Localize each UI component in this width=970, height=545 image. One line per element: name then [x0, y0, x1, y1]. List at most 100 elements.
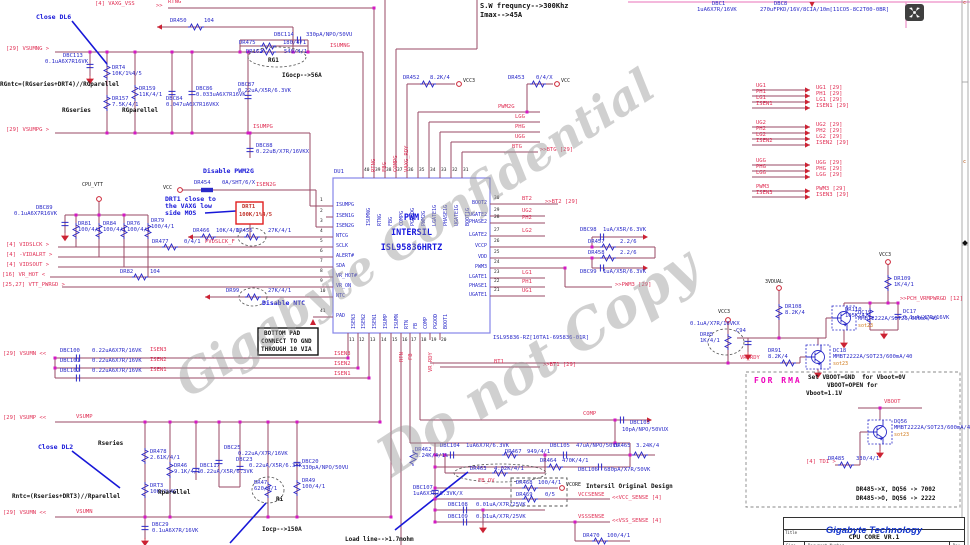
label-vr-rdy: VR_RDY [740, 355, 760, 361]
label-phg: PHG [756, 164, 766, 170]
label-0-047ua6x7r16vkx: 0.047uA6X7R16VKX [166, 102, 219, 108]
label-bottom-pad: BOTTOM PAD [264, 330, 301, 337]
label-100-4-1: 100/4/1 [127, 227, 151, 233]
label-dr456: DR456 [236, 228, 253, 234]
power-node-icon [559, 485, 565, 491]
junction-dot [367, 376, 371, 380]
junction-dot [590, 256, 594, 260]
resistor-icon [865, 308, 875, 324]
pin-number: 27 [494, 228, 500, 233]
label-10k-1-4g: 10K/1%4G [150, 489, 177, 495]
label-isen1-29: ISEN1 [29] [816, 103, 850, 109]
label-dr46: DR46 [174, 463, 188, 469]
label-0-033ua6x7r16vk: 0.033uA6X7R16VK [196, 92, 246, 98]
label-100-4-1: 100/4/1 [607, 533, 631, 539]
label-vsssense: VSSSENSE [578, 514, 605, 520]
pin-NTCG: NTCG [336, 233, 349, 239]
resistor-icon [130, 85, 140, 101]
npn-transistor-icon [879, 437, 883, 441]
label-connect-to-gnd: CONNECT TO GND [261, 338, 312, 345]
label-vboot: VBOOT [884, 399, 901, 405]
label-330pa-npo-50vu: 330pA/NPO/50VU [302, 465, 349, 471]
label-1ua6x7r-6-3vk-x: 1uA6X7R/6.3VK/X [413, 491, 463, 497]
label-isen2-29: ISEN2 [29] [816, 140, 850, 146]
label-disable-ntc: Disable NTC [262, 299, 306, 307]
resistor-icon [530, 79, 546, 89]
label-dbc1: DBC1 [712, 1, 726, 7]
resistor-icon [632, 450, 648, 460]
pin-number: 13 [370, 338, 376, 343]
net-arrow-icon [805, 194, 810, 200]
label-dr462: DR462 [415, 447, 432, 453]
label-dbc114: DBC114 [274, 32, 294, 38]
label-dr457: DR457 [588, 239, 605, 245]
label-100-4-1: 100/4/1 [151, 224, 175, 230]
net-arrow-icon [643, 265, 648, 271]
label-dbc29: DBC29 [152, 522, 169, 528]
junction-dot [122, 213, 126, 217]
label-9-1k-4-1: 9.1K/4/1 [174, 469, 201, 475]
capacitor-icon [293, 461, 301, 467]
label-100-4-1: 100/4/1 [103, 227, 127, 233]
resistor-icon [292, 480, 302, 496]
junction-dot [356, 366, 360, 370]
label-pwm3-29: >>PWM3 [29] [615, 282, 652, 288]
label-rgseries: RGseries [62, 107, 91, 114]
resistor-icon [883, 275, 893, 291]
net-arrow-icon [805, 93, 810, 99]
label-vr-rdy: VR_RDY [428, 352, 434, 372]
capacitor-icon [75, 374, 81, 382]
pin-BOOT2: BOOT2 [471, 200, 487, 206]
resistor-icon [592, 536, 608, 545]
capacitor-icon [599, 264, 605, 272]
resistor-icon [522, 483, 538, 493]
label-0-4-1: 0/4/1 [184, 239, 201, 245]
junction-dot [105, 131, 109, 135]
net-arrow-icon [157, 24, 162, 30]
label-330-4-1: 330/4/1 [856, 456, 880, 462]
resistor-icon [838, 460, 854, 470]
resistor-icon [547, 462, 563, 472]
capacitor-icon [246, 147, 254, 153]
pin-number: 6 [320, 249, 323, 254]
label-ug1: UG1 [522, 288, 532, 294]
resistor-icon [260, 47, 276, 57]
net-arrow-icon [805, 142, 810, 148]
npn-transistor-icon [817, 362, 821, 366]
junction-dot [433, 508, 437, 512]
capacitor-icon [141, 525, 149, 531]
highlight-box [235, 201, 264, 225]
label-dbc89: DBC89 [36, 205, 53, 211]
ic-name: ISL95836HRTZ [380, 243, 443, 253]
junction-dot [168, 420, 172, 424]
label-bt2-29: >>BT2 [29] [545, 199, 579, 205]
power-node-icon [554, 81, 560, 87]
label-10k-4-1: 10K/4/1 [216, 228, 240, 234]
label-dr453: DR453 [508, 75, 525, 81]
junction-dot [295, 515, 299, 519]
label-0-22ua-x5r-6-3vk: 0.22uA/X5R/6.3VK [200, 469, 253, 475]
junction-dot [433, 453, 437, 457]
power-node-icon [776, 285, 782, 291]
net-arrow-icon [647, 417, 652, 423]
junction-dot [777, 336, 781, 340]
label-isen1: ISEN1 [334, 371, 351, 377]
label-8-2k-4: 8.2K/4 [430, 75, 450, 81]
label-vcc3: VCC3 [463, 78, 476, 84]
highlight-ellipse [453, 463, 547, 483]
label-104: 104 [204, 18, 214, 24]
pin-number: 15 [392, 338, 398, 343]
label-lg2: LG2 [756, 132, 766, 138]
resistor-icon [420, 79, 436, 89]
label-29-vsumn: [29] VSUMN << [3, 351, 47, 357]
pin-ISEN2G: ISEN2G [336, 223, 355, 229]
ground-icon [880, 331, 888, 340]
resistor-icon [119, 223, 129, 239]
label-1k-4-1: 1K/4/1 [894, 282, 914, 288]
junction-dot [190, 50, 194, 54]
highlight-ellipse [237, 227, 267, 247]
fit-to-window-icon[interactable] [905, 4, 924, 21]
label-igocp-56a: IGocp-->56A [282, 72, 322, 79]
label-dr470: DR470 [583, 533, 600, 539]
